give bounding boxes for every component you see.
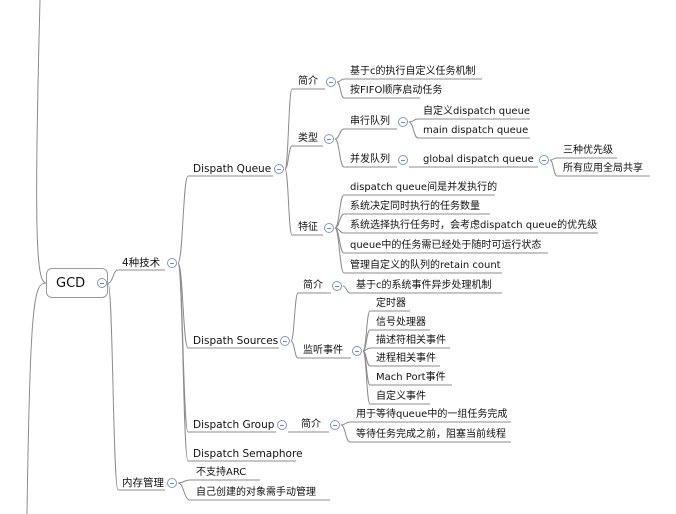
collapse-toggle-icon[interactable] [398,155,408,165]
node-concurrent-queue[interactable]: 并发队列 [350,154,390,165]
node-dispatch-sources[interactable]: Dispath Sources [193,335,279,347]
node-serial-queue[interactable]: 串行队列 [350,116,390,127]
node-dispatch-queue[interactable]: Dispath Queue [193,163,272,175]
node-dq-types[interactable]: 类型 [298,133,318,144]
node-global-dispatch-queue[interactable]: global dispatch queue [423,154,534,165]
branch-four-technologies[interactable]: 4种技术 [122,257,161,269]
leaf-feature-1: dispatch queue间是并发执行的 [350,182,498,193]
leaf-global-shared: 所有应用全局共享 [563,163,643,174]
collapse-toggle-icon[interactable] [167,478,177,488]
leaf-dq-intro-1: 基于c的执行自定义任务机制 [350,66,476,77]
collapse-toggle-icon[interactable] [326,77,336,87]
leaf-dq-intro-2: 按FIFO顺序启动任务 [350,85,443,96]
collapse-toggle-icon[interactable] [398,117,408,127]
node-dg-intro[interactable]: 简介 [301,419,321,430]
leaf-no-arc: 不支持ARC [196,467,247,478]
node-ds-events[interactable]: 监听事件 [303,345,343,356]
node-ds-intro[interactable]: 简介 [303,280,323,291]
collapse-toggle-icon[interactable] [352,346,362,356]
collapse-toggle-icon[interactable] [324,223,334,233]
node-dispatch-group[interactable]: Dispatch Group [193,419,275,431]
branch-memory-management[interactable]: 内存管理 [122,477,164,489]
leaf-event-timer: 定时器 [376,298,406,309]
leaf-event-process: 进程相关事件 [376,353,436,364]
leaf-feature-2: 系统决定同时执行的任务数量 [350,201,480,212]
leaf-event-descriptor: 描述符相关事件 [376,335,446,346]
leaf-feature-4: queue中的任务需已经处于随时可运行状态 [350,240,542,251]
collapse-toggle-icon[interactable] [332,281,342,291]
collapse-toggle-icon[interactable] [280,336,290,346]
leaf-event-custom: 自定义事件 [376,391,426,402]
leaf-main-dispatch-queue: main dispatch queue [423,125,529,136]
node-dispatch-semaphore[interactable]: Dispatch Semaphore [193,448,303,460]
leaf-feature-5: 管理自定义的队列的retain count [350,260,501,271]
collapse-toggle-icon[interactable] [167,258,177,268]
collapse-toggle-icon[interactable] [97,278,107,288]
root-node-label: GCD [56,275,86,291]
leaf-dg-intro-1: 用于等待queue中的一组任务完成 [356,409,508,420]
collapse-toggle-icon[interactable] [330,420,340,430]
collapse-toggle-icon[interactable] [324,134,334,144]
collapse-toggle-icon[interactable] [539,155,549,165]
leaf-ds-intro-1: 基于c的系统事件异步处理机制 [356,280,492,291]
leaf-manual-management: 自己创建的对象需手动管理 [196,487,316,498]
node-dq-intro[interactable]: 简介 [298,76,318,87]
collapse-toggle-icon[interactable] [274,164,284,174]
node-dq-features[interactable]: 特征 [298,222,318,233]
leaf-event-mach-port: Mach Port事件 [376,372,446,383]
leaf-three-priorities: 三种优先级 [563,145,613,156]
leaf-dg-intro-2: 等待任务完成之前，阻塞当前线程 [356,429,506,440]
leaf-feature-3: 系统选择执行任务时，会考虑dispatch queue的优先级 [350,220,598,231]
leaf-event-signal: 信号处理器 [376,317,426,328]
leaf-custom-dispatch-queue: 自定义dispatch queue [423,106,531,117]
collapse-toggle-icon[interactable] [277,420,287,430]
